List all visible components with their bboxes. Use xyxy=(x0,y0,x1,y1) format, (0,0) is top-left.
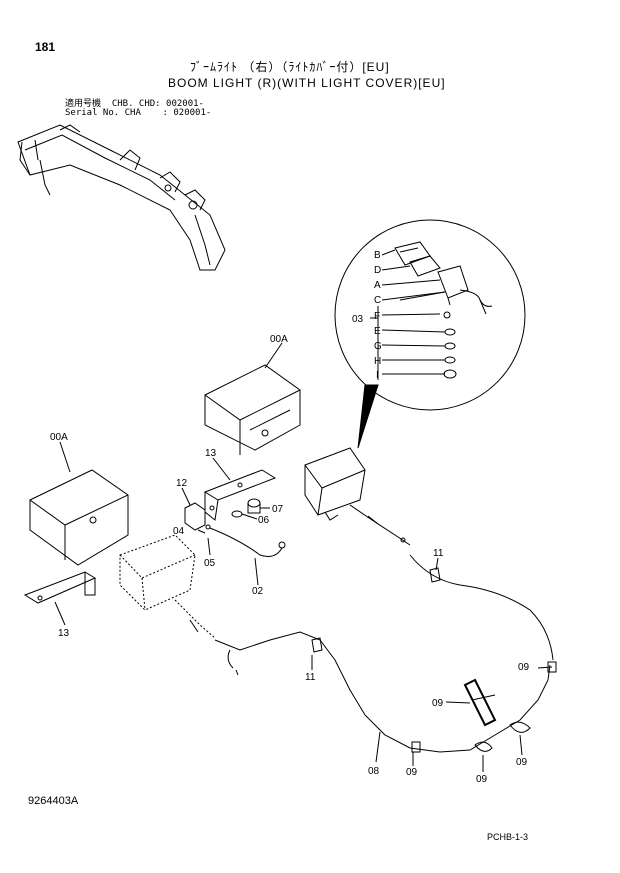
callout-12: 12 xyxy=(176,478,188,489)
light-cover-left xyxy=(29,469,129,566)
nut-12 xyxy=(184,502,206,531)
inset-letter-g: G xyxy=(374,341,382,352)
inset-pointer xyxy=(357,384,379,449)
callout-02: 02 xyxy=(252,586,264,597)
bracket-bottom xyxy=(23,571,97,604)
boom-overview-sketch xyxy=(17,124,226,271)
callout-00A-left: 00A xyxy=(50,432,68,443)
clip-11-a xyxy=(429,567,441,583)
main-harness-08 xyxy=(214,554,554,753)
inset-screw-f xyxy=(443,311,451,319)
bolt-07 xyxy=(247,498,261,514)
inset-letter-h: H xyxy=(374,356,381,367)
callout-00A-top: 00A xyxy=(270,334,288,345)
serial-line-1: 適用号機 CHB. CHD: 002001- xyxy=(65,99,204,109)
title-english: BOOM LIGHT (R)(WITH LIGHT COVER)[EU] xyxy=(168,76,446,90)
inset-washer-e xyxy=(444,328,456,336)
callout-06: 06 xyxy=(258,515,270,526)
callout-09-e: 09 xyxy=(432,698,444,709)
harness-02 xyxy=(205,524,286,557)
callout-13-top: 13 xyxy=(205,448,217,459)
inset-washer-h xyxy=(444,356,456,364)
callout-07: 07 xyxy=(272,504,284,515)
lamp-right xyxy=(304,447,366,521)
inset-letter-a: A xyxy=(374,280,381,291)
inset-group-label: 03 xyxy=(352,314,364,325)
clip-11-b xyxy=(311,637,323,653)
lamp-left xyxy=(119,534,196,611)
inset-letter-e: E xyxy=(374,326,381,337)
inset-letter-b: B xyxy=(374,250,381,261)
callout-13-bottom: 13 xyxy=(58,628,70,639)
page-number: 181 xyxy=(35,40,56,54)
light-cover-top xyxy=(204,364,301,455)
inset-letter-c: C xyxy=(374,295,381,306)
clip-09-e xyxy=(463,678,497,727)
callout-11-a: 11 xyxy=(433,548,444,559)
callout-09-a: 09 xyxy=(518,662,530,673)
inset-washer-g xyxy=(444,342,456,350)
clip-09-b xyxy=(509,721,531,733)
callout-04: 04 xyxy=(173,526,185,537)
serial-line-2: Serial No. CHA : 020001- xyxy=(65,108,212,118)
callout-08: 08 xyxy=(368,766,380,777)
inset-nut-i xyxy=(443,369,457,379)
detail-inset-circle xyxy=(334,219,526,411)
inset-letter-d: D xyxy=(374,265,381,276)
washer-06 xyxy=(231,510,243,518)
callout-09-d: 09 xyxy=(406,767,418,778)
callout-05: 05 xyxy=(204,558,216,569)
inset-letter-f: F xyxy=(374,311,380,322)
inset-lamp-body-a xyxy=(437,265,469,306)
callout-09-b: 09 xyxy=(516,757,528,768)
callout-09-c: 09 xyxy=(476,774,488,785)
drawing-number: 9264403A xyxy=(28,795,79,807)
clip-09-a xyxy=(547,661,557,673)
clip-09-c xyxy=(474,741,493,752)
clip-09-d xyxy=(411,741,421,753)
inset-harness-c xyxy=(459,289,493,315)
inset-letter-i: I xyxy=(376,370,379,381)
title-japanese: ﾌﾞｰﾑﾗｲﾄ （右）（ﾗｲﾄｶﾊﾞｰ付）[EU] xyxy=(190,60,390,74)
bracket-top xyxy=(203,469,277,521)
inset-lens-d xyxy=(409,255,441,277)
page-code: PCHB-1-3 xyxy=(487,832,529,842)
callout-11-b: 11 xyxy=(305,672,316,683)
